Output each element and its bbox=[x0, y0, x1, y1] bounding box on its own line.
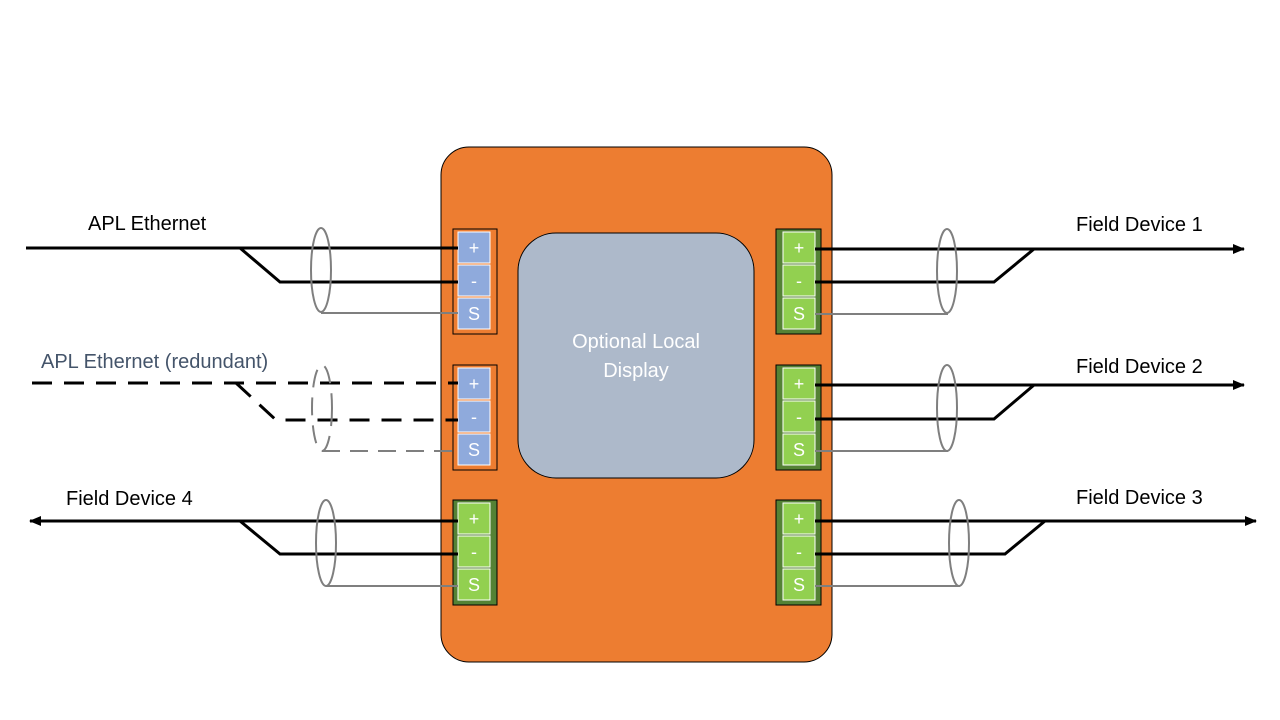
wire-minus bbox=[239, 519, 458, 556]
svg-text:S: S bbox=[468, 575, 480, 595]
terminal-minus[interactable]: - bbox=[782, 400, 816, 433]
terminal-plus[interactable]: + bbox=[457, 367, 491, 400]
terminal-shield[interactable]: S bbox=[457, 433, 491, 466]
svg-text:-: - bbox=[471, 271, 477, 291]
terminal-shield[interactable]: S bbox=[457, 568, 491, 601]
wire-minus bbox=[239, 246, 458, 284]
port-field-device-4: Field Device 4 + - S bbox=[29, 488, 498, 606]
terminal-minus[interactable]: - bbox=[457, 264, 491, 297]
svg-text:-: - bbox=[796, 271, 802, 291]
terminal-plus[interactable]: + bbox=[457, 231, 491, 264]
local-display bbox=[517, 232, 755, 479]
port-field-device-1: Field Device 1 + - S bbox=[775, 214, 1245, 335]
terminal-shield[interactable]: S bbox=[457, 297, 491, 330]
terminal-plus[interactable]: + bbox=[782, 231, 816, 264]
wire-minus bbox=[234, 381, 458, 422]
svg-text:S: S bbox=[468, 440, 480, 460]
terminal-shield[interactable]: S bbox=[782, 568, 816, 601]
port-label: APL Ethernet bbox=[88, 213, 207, 235]
svg-text:+: + bbox=[469, 238, 480, 258]
svg-text:-: - bbox=[471, 542, 477, 562]
port-label: APL Ethernet (redundant) bbox=[41, 351, 268, 373]
port-apl-ethernet-redundant: APL Ethernet (redundant) + - S bbox=[32, 351, 498, 471]
cable-shield-ring bbox=[948, 499, 970, 587]
wire-minus bbox=[815, 519, 1046, 556]
terminal-plus[interactable]: + bbox=[782, 367, 816, 400]
svg-text:-: - bbox=[796, 542, 802, 562]
cable-shield-ring bbox=[310, 227, 332, 313]
svg-text:-: - bbox=[471, 407, 477, 427]
port-label: Field Device 2 bbox=[1076, 356, 1203, 378]
port-field-device-3: Field Device 3 + - S bbox=[775, 487, 1257, 606]
terminal-plus[interactable]: + bbox=[782, 502, 816, 535]
port-apl-ethernet: APL Ethernet + - S bbox=[26, 213, 498, 335]
svg-text:+: + bbox=[794, 509, 805, 529]
terminal-minus[interactable]: - bbox=[782, 264, 816, 297]
cable-shield-ring bbox=[315, 499, 337, 587]
display-label-line2: Display bbox=[603, 360, 669, 382]
display-label-line1: Optional Local bbox=[572, 331, 700, 353]
svg-text:+: + bbox=[469, 509, 480, 529]
cable-shield-ring bbox=[936, 364, 958, 452]
terminal-minus[interactable]: - bbox=[457, 535, 491, 568]
svg-text:-: - bbox=[796, 407, 802, 427]
svg-text:+: + bbox=[469, 374, 480, 394]
terminal-shield[interactable]: S bbox=[782, 297, 816, 330]
wire-minus bbox=[815, 247, 1035, 284]
wire-minus bbox=[815, 383, 1035, 421]
svg-text:S: S bbox=[468, 304, 480, 324]
svg-text:+: + bbox=[794, 374, 805, 394]
port-field-device-2: Field Device 2 + - S bbox=[775, 356, 1245, 471]
svg-text:+: + bbox=[794, 238, 805, 258]
cable-shield-ring bbox=[311, 364, 333, 452]
svg-text:S: S bbox=[793, 304, 805, 324]
terminal-shield[interactable]: S bbox=[782, 433, 816, 466]
cable-shield-ring bbox=[936, 228, 958, 314]
port-label: Field Device 1 bbox=[1076, 214, 1203, 236]
terminal-plus[interactable]: + bbox=[457, 502, 491, 535]
terminal-minus[interactable]: - bbox=[782, 535, 816, 568]
terminal-minus[interactable]: - bbox=[457, 400, 491, 433]
port-label: Field Device 4 bbox=[66, 488, 193, 510]
svg-text:S: S bbox=[793, 440, 805, 460]
svg-text:S: S bbox=[793, 575, 805, 595]
port-label: Field Device 3 bbox=[1076, 487, 1203, 509]
